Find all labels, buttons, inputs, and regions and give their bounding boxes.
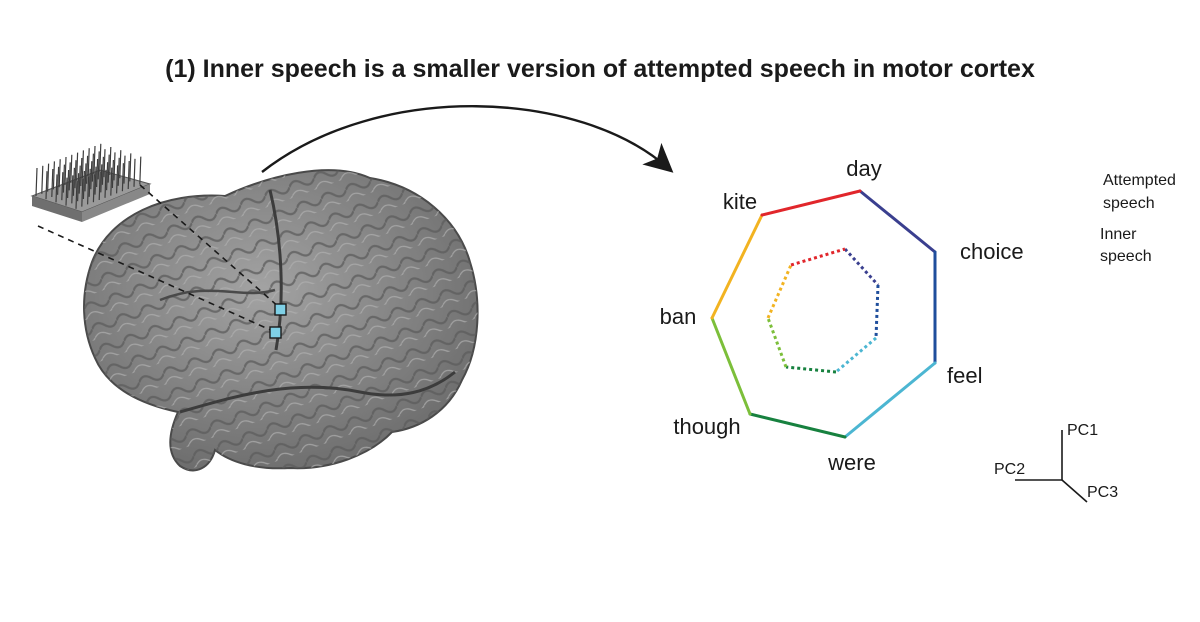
word-label-choice: choice (960, 239, 1024, 264)
inner-speech-heptagon (766, 247, 880, 374)
pc1-label: PC1 (1067, 422, 1098, 439)
inner-segment-day (843, 247, 880, 287)
pc3-label: PC3 (1087, 484, 1118, 501)
pc3-axis (1061, 479, 1088, 503)
legend-attempted-line2: speech (1103, 195, 1155, 212)
figure-title: (1) Inner speech is a smaller version of… (165, 55, 1035, 83)
inner-segment-feel (835, 336, 877, 374)
electrode-site-1 (274, 303, 287, 316)
legend-inner-line1: Inner (1100, 226, 1137, 243)
word-label-ban: ban (660, 304, 697, 329)
legend: Attempted speech Inner speech (1045, 172, 1176, 265)
inner-segment-choice (874, 284, 880, 339)
electrode-site-2 (269, 326, 282, 339)
brain-illustration (83, 169, 479, 472)
attempted-segment-though (710, 316, 752, 416)
attempted-segment-ban (710, 213, 764, 320)
inner-segment-ban (766, 264, 793, 319)
projection-line-upper (139, 184, 281, 309)
word-label-kite: kite (723, 189, 757, 214)
word-label-feel: feel (947, 363, 982, 388)
word-label-day: day (846, 156, 881, 181)
word-label-though: though (673, 414, 740, 439)
inner-segment-though (766, 317, 788, 368)
attempted-segment-feel (843, 361, 937, 439)
pc-axes: PC1 PC2 PC3 (994, 422, 1118, 503)
curved-arrow-icon (261, 105, 674, 173)
attempted-segment-kite (760, 189, 862, 217)
pc2-label: PC2 (994, 461, 1025, 478)
inner-segment-kite (790, 247, 846, 267)
legend-attempted-line1: Attempted (1103, 172, 1176, 189)
attempted-speech-heptagon (710, 189, 937, 439)
legend-inner-line2: speech (1100, 248, 1152, 265)
electrode-array-icon (30, 143, 152, 222)
attempted-segment-day (858, 189, 937, 254)
inner-segment-were (785, 365, 837, 374)
word-label-were: were (827, 450, 876, 475)
attempted-segment-were (748, 412, 847, 439)
